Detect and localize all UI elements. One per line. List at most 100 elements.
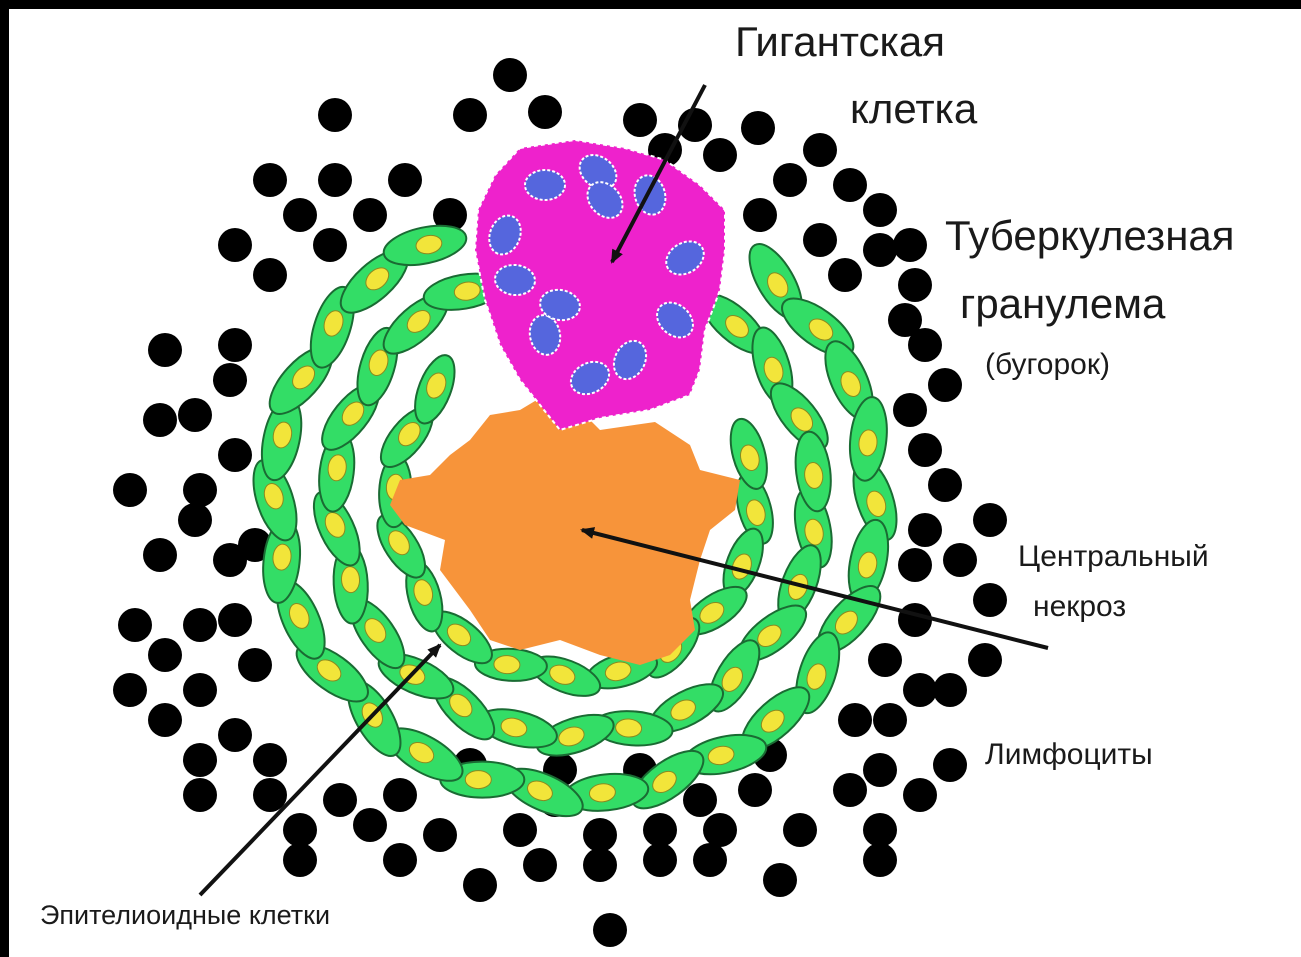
lymphocyte-dot [353,198,387,232]
lymphocyte-dot [148,703,182,737]
lymphocyte-dot [353,808,387,842]
label-giant-cell-line2: клетка [850,85,977,133]
lymphocyte-dot [703,138,737,172]
lymphocyte-dot [898,548,932,582]
lymphocyte-dot [313,228,347,262]
lymphocyte-dot [903,673,937,707]
lymphocyte-dot [148,638,182,672]
lymphocyte-dot [218,603,252,637]
lymphocyte-dot [643,843,677,877]
lymphocyte-dot [503,813,537,847]
lymphocyte-dot [583,848,617,882]
lymphocyte-dot [763,863,797,897]
lymphocyte-dot [523,848,557,882]
lymphocyte-dot [218,718,252,752]
lymphocyte-dot [143,538,177,572]
lymphocyte-dot [583,818,617,852]
lymphocyte-dot [113,673,147,707]
lymphocyte-dot [383,778,417,812]
lymphocyte-dot [318,163,352,197]
lymphocyte-dot [253,163,287,197]
lymphocyte-dot [213,543,247,577]
label-giant-cell-line1: Гигантская [735,18,945,66]
lymphocyte-dot [463,868,497,902]
lymphocyte-dot [928,368,962,402]
lymphocyte-dot [868,643,902,677]
lymphocyte-dot [933,748,967,782]
lymphocyte-dot [693,843,727,877]
lymphocyte-dot [893,228,927,262]
lymphocyte-dot [863,753,897,787]
lymphocyte-dot [218,328,252,362]
lymphocyte-dot [803,133,837,167]
lymphocyte-dot [113,473,147,507]
lymphocyte-dot [863,813,897,847]
lymphocyte-dot [183,473,217,507]
giant-cell-nucleus [525,170,565,200]
lymphocyte-dot [908,433,942,467]
label-lymphocytes: Лимфоциты [985,738,1153,772]
label-necrosis-line2: некроз [1033,590,1126,624]
lymphocyte-dot [183,673,217,707]
lymphocyte-dot [893,393,927,427]
lymphocyte-dot [218,438,252,472]
lymphocyte-dot [253,743,287,777]
lymphocyte-dot [933,673,967,707]
lymphocyte-dot [238,648,272,682]
lymphocyte-dot [863,843,897,877]
lymphocyte-dot [968,643,1002,677]
lymphocyte-dot [783,813,817,847]
label-necrosis-line1: Центральный [1018,540,1209,574]
lymphocyte-dot [148,333,182,367]
lymphocyte-dot [453,98,487,132]
label-granuloma-line1: Туберкулезная [945,212,1235,260]
lymphocyte-dot [118,608,152,642]
lymphocyte-dot [898,603,932,637]
lymphocyte-dot [908,513,942,547]
lymphocyte-dot [743,198,777,232]
lymphocyte-dot [388,163,422,197]
lymphocyte-dot [143,403,177,437]
lymphocyte-dot [623,103,657,137]
lymphocyte-dot [283,813,317,847]
lymphocyte-dot [323,783,357,817]
lymphocyte-dot [803,223,837,257]
label-epithelioid: Эпителиоидные клетки [40,900,330,931]
label-granuloma-line3: (бугорок) [985,348,1110,382]
lymphocyte-dot [683,783,717,817]
lymphocyte-dot [903,778,937,812]
lymphocyte-dot [493,58,527,92]
lymphocyte-dot [178,503,212,537]
lymphocyte-dot [873,703,907,737]
lymphocyte-dot [828,258,862,292]
lymphocyte-dot [973,503,1007,537]
lymphocyte-dot [213,363,247,397]
lymphocyte-dot [833,168,867,202]
lymphocyte-dot [838,703,872,737]
lymphocyte-dot [643,813,677,847]
lymphocyte-dot [973,583,1007,617]
lymphocyte-dot [383,843,417,877]
lymphocyte-dot [943,543,977,577]
lymphocyte-dot [183,743,217,777]
lymphocyte-dot [218,228,252,262]
lymphocyte-dot [283,843,317,877]
lymphocyte-dot [928,468,962,502]
lymphocyte-dot [423,818,457,852]
lymphocyte-dot [283,198,317,232]
lymphocyte-dot [898,268,932,302]
lymphocyte-dot [318,98,352,132]
lymphocyte-dot [703,813,737,847]
lymphocyte-dot [738,773,772,807]
lymphocyte-dot [773,163,807,197]
label-granuloma-line2: гранулема [960,280,1165,328]
lymphocyte-dot [863,233,897,267]
lymphocyte-dot [528,95,562,129]
lymphocyte-dot [741,111,775,145]
lymphocyte-dot [593,913,627,947]
lymphocyte-dot [908,328,942,362]
lymphocyte-dot [833,773,867,807]
lymphocyte-dot [183,608,217,642]
